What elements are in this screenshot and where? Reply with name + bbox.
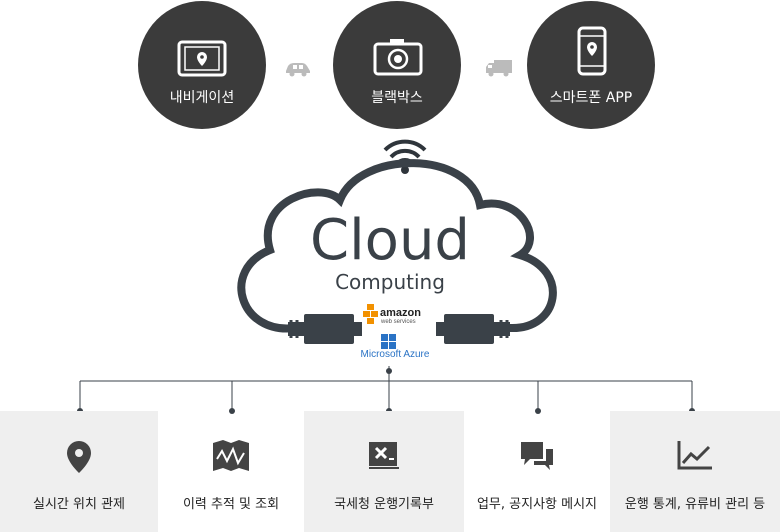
camera-icon bbox=[373, 39, 423, 76]
smartphone-location-icon bbox=[577, 26, 607, 76]
feature-label: 업무, 공지사항 메시지 bbox=[476, 497, 598, 512]
feature-statistics: 운행 통계, 유류비 관리 등 bbox=[610, 411, 780, 532]
map-pin-icon bbox=[67, 441, 91, 473]
smartphone-app-node: 스마트폰 APP bbox=[527, 1, 655, 129]
aws-subtext: web services bbox=[381, 319, 416, 325]
truck-icon bbox=[486, 60, 512, 77]
aws-cubes-icon bbox=[363, 304, 378, 324]
cloud-shape bbox=[237, 159, 557, 333]
aws-logo: amazon web services bbox=[362, 303, 428, 329]
azure-label: Microsoft Azure bbox=[360, 349, 430, 360]
connector-lines bbox=[79, 366, 693, 411]
aws-wordmark: amazon bbox=[380, 307, 421, 319]
azure-windows-logo bbox=[381, 334, 396, 349]
line-chart-icon bbox=[677, 441, 712, 470]
feature-realtime-tracking: 실시간 위치 관제 bbox=[0, 411, 158, 532]
left-cable-connector bbox=[288, 314, 362, 344]
feature-label: 운행 통계, 유류비 관리 등 bbox=[624, 497, 766, 512]
feature-messages: 업무, 공지사항 메시지 bbox=[464, 411, 610, 532]
feature-tax-logbook: 국세청 운행기록부 bbox=[304, 411, 464, 532]
tax-report-icon bbox=[369, 442, 399, 469]
folded-map-icon bbox=[213, 440, 249, 471]
wifi-icon bbox=[383, 139, 427, 174]
feature-label: 국세청 운행기록부 bbox=[334, 497, 434, 512]
car-icon bbox=[286, 63, 310, 77]
feature-history-lookup: 이력 추적 및 조회 bbox=[158, 411, 304, 532]
device-label: 내비게이션 bbox=[169, 90, 235, 106]
device-label: 블랙박스 bbox=[371, 90, 423, 106]
cloud-title: Cloud bbox=[310, 208, 470, 273]
right-cable-connector bbox=[436, 314, 510, 344]
blackbox-device-node: 블랙박스 bbox=[333, 1, 461, 129]
tablet-location-icon bbox=[177, 40, 227, 77]
feature-label: 실시간 위치 관제 bbox=[33, 497, 125, 512]
navigation-device-node: 내비게이션 bbox=[138, 1, 266, 129]
cloud-subtitle: Computing bbox=[335, 270, 445, 294]
chat-bubbles-icon bbox=[521, 442, 553, 470]
feature-label: 이력 추적 및 조회 bbox=[182, 497, 280, 512]
device-label: 스마트폰 APP bbox=[549, 90, 633, 106]
connector-dots bbox=[77, 368, 695, 414]
